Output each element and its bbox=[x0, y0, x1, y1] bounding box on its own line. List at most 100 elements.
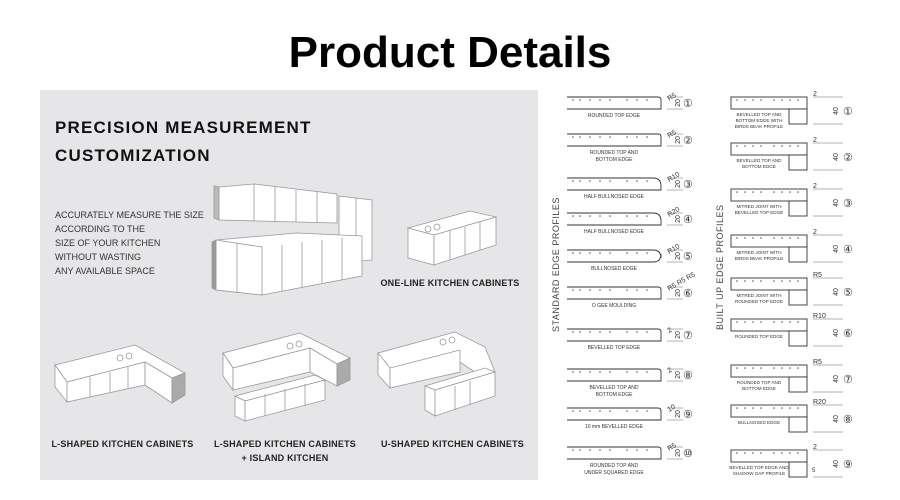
speckle-dot bbox=[752, 407, 754, 409]
speckle-dot bbox=[589, 215, 591, 217]
speckle-dot bbox=[773, 145, 775, 147]
speckle-dot bbox=[579, 449, 581, 451]
caption-line: + ISLAND KITCHEN bbox=[241, 453, 329, 463]
profile-height-label: 40 bbox=[833, 329, 840, 337]
speckle-dot bbox=[609, 99, 611, 101]
speckle-dot bbox=[609, 180, 611, 182]
speckle-dot bbox=[736, 280, 738, 282]
edge-profile-shape bbox=[567, 368, 662, 382]
speckle-dot bbox=[797, 321, 799, 323]
speckle-dot bbox=[609, 289, 611, 291]
speckle-dot bbox=[760, 237, 762, 239]
speckle-dot bbox=[646, 99, 648, 101]
caption-line: L-SHAPED KITCHEN CABINETS bbox=[213, 439, 356, 449]
speckle-dot bbox=[572, 371, 574, 373]
profile-number: ② bbox=[683, 135, 693, 147]
profile-radius-label: 2 bbox=[813, 183, 817, 190]
speckle-dot bbox=[797, 145, 799, 147]
profile-radius-label: R5 bbox=[667, 92, 678, 103]
speckle-dot bbox=[589, 449, 591, 451]
speckle-dot bbox=[744, 99, 746, 101]
speckle-dot bbox=[579, 180, 581, 182]
speckle-dot bbox=[773, 367, 775, 369]
speckle-dot bbox=[744, 280, 746, 282]
speckle-dot bbox=[572, 449, 574, 451]
profile-label: BEVELLED TOP EDGE bbox=[588, 345, 641, 351]
profile-number: ⑧ bbox=[683, 370, 693, 382]
speckle-dot bbox=[797, 280, 799, 282]
edge-profile-shape bbox=[567, 133, 662, 147]
speckle-dot bbox=[752, 145, 754, 147]
speckle-dot bbox=[781, 321, 783, 323]
speckle-dot bbox=[646, 252, 648, 254]
heading-line-2: CUSTOMIZATION bbox=[55, 146, 211, 165]
profile-radius-label: R10 bbox=[813, 313, 826, 320]
profile-label: BEVELLED TOP AND bbox=[737, 158, 783, 163]
speckle-dot bbox=[572, 99, 574, 101]
speckle-dot bbox=[773, 237, 775, 239]
panel-heading: PRECISION MEASUREMENT CUSTOMIZATION bbox=[55, 114, 312, 170]
edge-profile-buildup bbox=[788, 246, 808, 263]
profile-label: BOTTOM EDGE WITH bbox=[736, 118, 783, 123]
profile-number: ⑨ bbox=[683, 409, 693, 421]
speckle-dot bbox=[752, 191, 754, 193]
profile-label: BOTTOM EDGE bbox=[596, 392, 634, 398]
speckle-dot bbox=[744, 237, 746, 239]
speckle-dot bbox=[589, 252, 591, 254]
profile-radius-label: 10 bbox=[667, 404, 677, 414]
speckle-dot bbox=[579, 289, 581, 291]
speckle-dot bbox=[589, 371, 591, 373]
speckle-dot bbox=[579, 371, 581, 373]
speckle-dot bbox=[626, 410, 628, 412]
speckle-dot bbox=[572, 289, 574, 291]
profile-number: ⑤ bbox=[843, 287, 853, 299]
speckle-dot bbox=[646, 180, 648, 182]
speckle-dot bbox=[781, 452, 783, 454]
profile-number: ③ bbox=[683, 179, 693, 191]
speckle-dot bbox=[789, 145, 791, 147]
profile-height-label: 20 bbox=[675, 252, 682, 260]
profile-label: SHADOW GAP PROFILE bbox=[733, 471, 786, 476]
speckle-dot bbox=[797, 407, 799, 409]
speckle-dot bbox=[589, 410, 591, 412]
profile-height-label: 40 bbox=[833, 199, 840, 207]
edge-profile-shape bbox=[567, 328, 662, 342]
speckle-dot bbox=[579, 252, 581, 254]
speckle-dot bbox=[572, 252, 574, 254]
speckle-dot bbox=[781, 237, 783, 239]
speckle-dot bbox=[797, 99, 799, 101]
profile-height-label: 40 bbox=[833, 375, 840, 383]
speckle-dot bbox=[589, 289, 591, 291]
profile-number: ② bbox=[843, 152, 853, 164]
speckle-dot bbox=[773, 321, 775, 323]
speckle-dot bbox=[599, 136, 601, 138]
profile-label: ROUNDED TOP AND bbox=[590, 463, 639, 469]
speckle-dot bbox=[599, 331, 601, 333]
speckle-dot bbox=[781, 280, 783, 282]
speckle-dot bbox=[736, 321, 738, 323]
one-line-kitchen-illustration bbox=[406, 210, 498, 266]
edge-profile-buildup bbox=[788, 330, 808, 347]
profile-height-label: 40 bbox=[833, 107, 840, 115]
profile-height-label: 20 bbox=[675, 331, 682, 339]
profile-label: BOTTOM EDGE bbox=[742, 164, 776, 169]
speckle-dot bbox=[781, 99, 783, 101]
caption-l-island: L-SHAPED KITCHEN CABINETS + ISLAND KITCH… bbox=[210, 437, 360, 465]
caption-l-shaped: L-SHAPED KITCHEN CABINETS bbox=[51, 439, 194, 449]
profile-radius-label: R5 bbox=[813, 272, 822, 279]
speckle-dot bbox=[599, 180, 601, 182]
speckle-dot bbox=[626, 99, 628, 101]
profile-height-label: 20 bbox=[675, 449, 682, 457]
speckle-dot bbox=[589, 180, 591, 182]
speckle-dot bbox=[599, 252, 601, 254]
speckle-dot bbox=[646, 449, 648, 451]
speckle-dot bbox=[609, 410, 611, 412]
l-shaped-kitchen-illustration bbox=[54, 344, 186, 404]
speckle-dot bbox=[609, 371, 611, 373]
speckle-dot bbox=[736, 191, 738, 193]
speckle-dot bbox=[736, 407, 738, 409]
speckle-dot bbox=[626, 215, 628, 217]
profile-height-label: 20 bbox=[675, 215, 682, 223]
speckle-dot bbox=[572, 410, 574, 412]
